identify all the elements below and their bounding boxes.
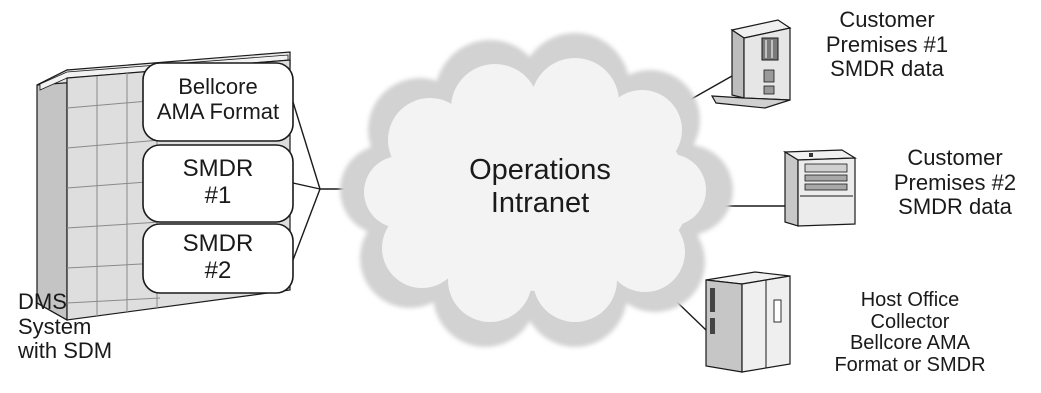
bellcore-ama-label: Bellcore AMA Format — [143, 74, 293, 124]
host-line1: Host Office — [860, 289, 960, 311]
bellcore-ama-line1: Bellcore — [178, 74, 258, 99]
premises-2-label: Customer Premises #2 SMDR data — [870, 145, 1040, 220]
host-office-label: Host Office Collector Bellcore AMA Forma… — [820, 289, 1000, 376]
host-line2: Collector — [870, 310, 950, 333]
cloud-line2: Intranet — [490, 187, 590, 220]
desktop-pc-icon — [782, 149, 858, 227]
cloud-icon — [340, 33, 733, 347]
smdr-2-label: SMDR #2 — [143, 230, 293, 285]
smdr-2-line1: SMDR — [182, 230, 254, 257]
premises-1-line2: Premises #1 — [825, 31, 949, 57]
cloud-label: Operations Intranet — [430, 154, 650, 221]
collector-cabinet-icon — [705, 271, 791, 373]
premises-2-line3: SMDR data — [898, 194, 1012, 220]
premises-2-line1: Customer — [907, 145, 1003, 170]
premises-1-label: Customer Premises #1 SMDR data — [792, 7, 982, 82]
dms-system-label: DMS System with SDM — [18, 289, 128, 364]
smdr-1-label: SMDR #1 — [143, 155, 293, 210]
dms-line3: with SDM — [18, 338, 113, 364]
premises-2-line2: Premises #2 — [893, 169, 1017, 195]
premises-1-line1: Customer — [839, 7, 935, 32]
host-line3: Bellcore AMA — [849, 332, 971, 355]
connector-lines — [292, 75, 785, 331]
dms-card-boxes — [142, 62, 294, 294]
tower-pc-icon — [710, 19, 792, 109]
smdr-2-line2: #2 — [204, 256, 232, 284]
bellcore-ama-line2: AMA Format — [156, 98, 280, 124]
cloud-line1: Operations — [469, 154, 611, 186]
dms-line1: DMS — [18, 289, 67, 314]
smdr-1-line2: #1 — [204, 181, 232, 209]
host-line4: Format or SMDR — [834, 353, 986, 376]
smdr-1-line1: SMDR — [182, 155, 254, 182]
dms-line2: System — [18, 313, 92, 339]
premises-1-line3: SMDR data — [830, 56, 944, 82]
